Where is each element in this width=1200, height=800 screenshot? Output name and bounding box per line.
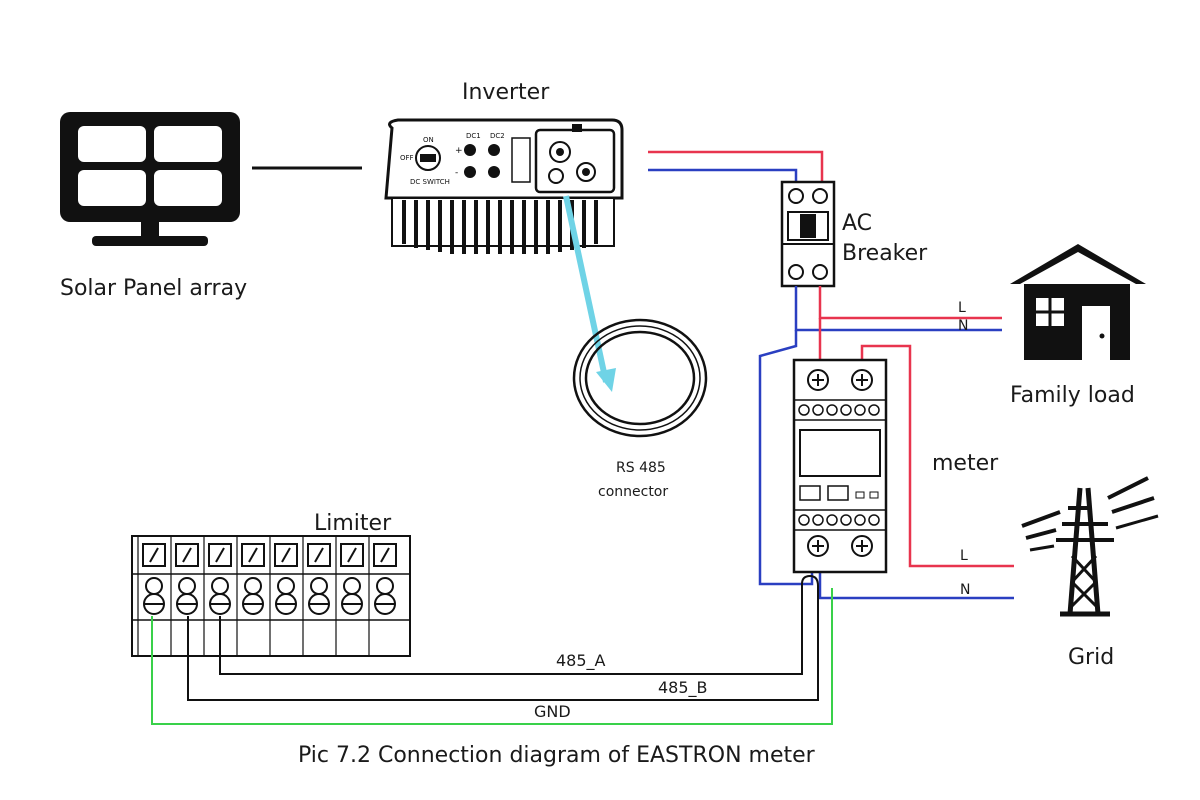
limiter-terminal <box>368 536 397 656</box>
rs485-arrow-icon <box>563 195 609 383</box>
eastron-meter-icon <box>792 358 888 574</box>
wire-gnd-label: GND <box>534 702 571 721</box>
inverter-label: Inverter <box>462 80 550 105</box>
svg-text:DC SWITCH: DC SWITCH <box>410 178 450 186</box>
wire-gnd <box>151 588 833 725</box>
limiter-label: Limiter <box>314 511 392 536</box>
svg-text:-: - <box>455 168 458 178</box>
wire-485a <box>219 584 803 675</box>
solar-panel-icon <box>60 112 240 246</box>
ac-breaker-label-line2: Breaker <box>842 241 928 266</box>
meter-out-live-wire <box>860 344 1014 568</box>
inverter-live-wire <box>648 150 824 186</box>
load-live-wire <box>818 286 1002 320</box>
svg-text:+: + <box>455 146 463 156</box>
rs485-cable-icon <box>572 318 708 438</box>
meter-neutral-wire <box>758 330 814 586</box>
house-icon <box>1010 244 1146 360</box>
svg-text:DC1: DC1 <box>466 132 481 140</box>
limiter-terminal <box>269 536 298 656</box>
svg-text:OFF: OFF <box>400 154 414 162</box>
ac-breaker-label-line1: AC <box>842 211 872 236</box>
grid-label: Grid <box>1068 645 1114 670</box>
solar-panel-label: Solar Panel array <box>60 276 247 301</box>
grid-live-label: L <box>960 548 968 564</box>
grid-neutral-label: N <box>960 582 970 598</box>
inverter-neutral-wire <box>648 168 798 186</box>
limiter-terminal <box>203 536 232 656</box>
svg-text:DC2: DC2 <box>490 132 505 140</box>
limiter-terminal <box>170 536 199 656</box>
wire-485b <box>187 586 819 701</box>
limiter-terminal <box>236 536 265 656</box>
limiter-terminal <box>302 536 331 656</box>
limiter-terminal <box>137 536 166 656</box>
rs485-label-line1: RS 485 <box>616 460 666 476</box>
load-live-label: L <box>958 300 966 316</box>
family-load-label: Family load <box>1010 383 1135 408</box>
wire-485-loop <box>801 574 819 587</box>
wire-485a-label: 485_A <box>556 651 606 671</box>
load-neutral-wire <box>794 286 1002 332</box>
figure-caption: Pic 7.2 Connection diagram of EASTRON me… <box>298 743 816 768</box>
rs485-arrowhead <box>596 368 616 392</box>
rs485-label-line2: connector <box>598 484 668 500</box>
load-neutral-label: N <box>958 318 968 334</box>
meter-label: meter <box>932 451 999 476</box>
inverter-icon: ON OFF DC SWITCH DC1 DC2 + - <box>384 118 624 254</box>
power-pylon-icon <box>1021 476 1159 617</box>
ac-breaker-icon <box>780 180 836 288</box>
limiter-terminal-block <box>131 535 411 657</box>
limiter-terminal <box>335 536 364 656</box>
wire-485b-label: 485_B <box>658 678 708 698</box>
svg-text:ON: ON <box>423 136 434 144</box>
